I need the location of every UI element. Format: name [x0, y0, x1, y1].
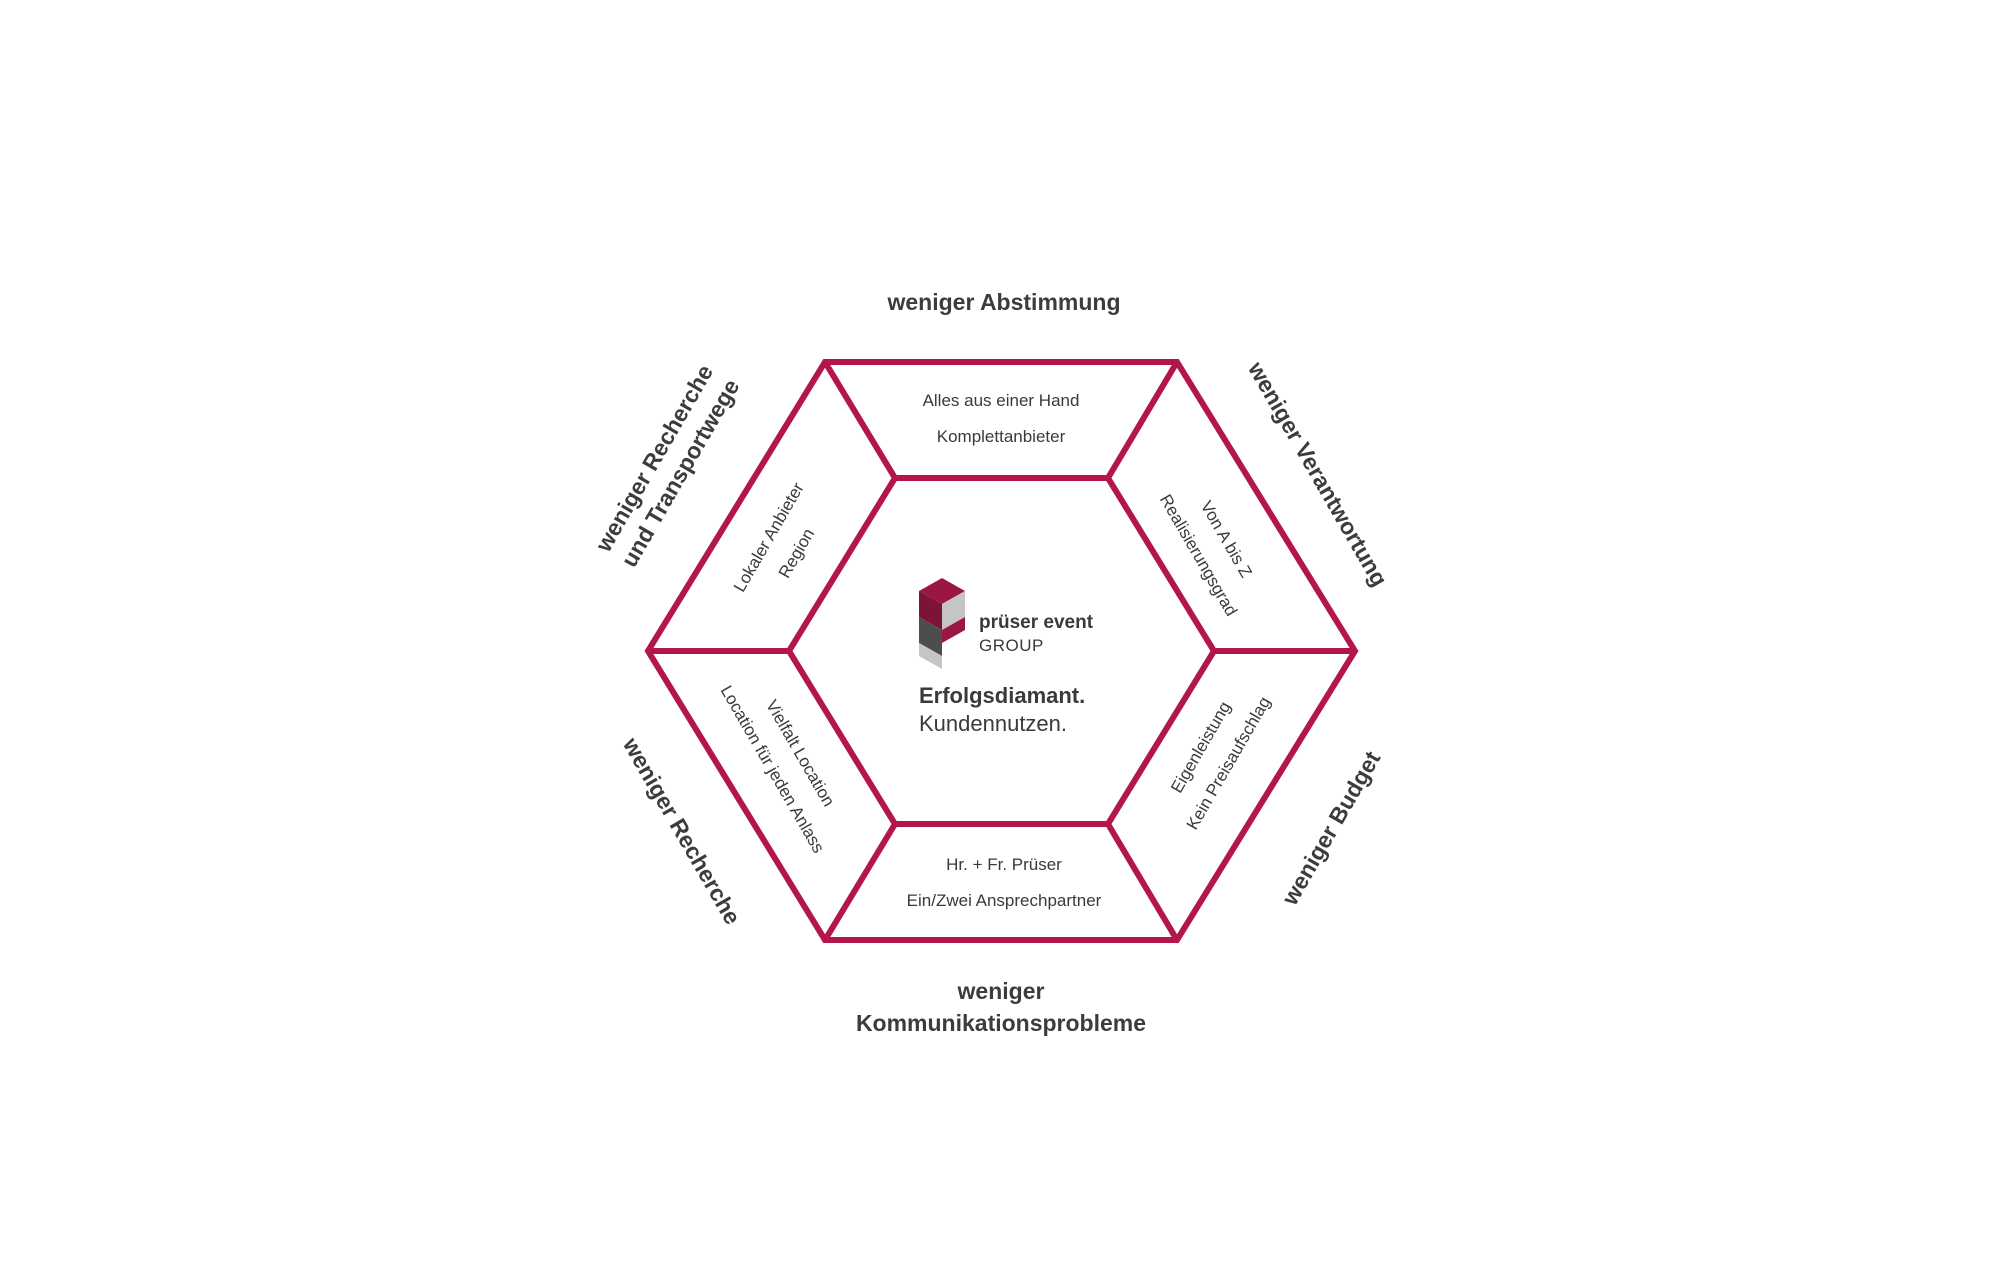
segment-bottom-line1: Hr. + Fr. Prüser — [946, 855, 1062, 874]
logo-facet-mid-crimson — [942, 617, 965, 643]
segment-bottom-line2: Ein/Zwei Ansprechpartner — [907, 891, 1102, 910]
segment-top-right: Von A bis Z Realisierungsgrad — [1156, 491, 1256, 619]
divider-bottom-left — [822, 822, 898, 942]
outer-label-bottom-right: weniger Budget — [1276, 747, 1385, 911]
center-title: Erfolgsdiamant. — [919, 683, 1085, 708]
divider-top-left — [822, 360, 898, 480]
outer-label-top-left: weniger Recherche und Transportwege — [590, 360, 745, 571]
logo-facet-bottom-grey — [919, 643, 942, 669]
outer-label-bottom-left-text: weniger Recherche — [618, 732, 746, 929]
outer-label-bottom-line2: Kommunikationsprobleme — [856, 1010, 1146, 1036]
outer-label-bottom: weniger Kommunikationsprobleme — [856, 978, 1146, 1036]
divider-bottom-right — [1105, 822, 1180, 942]
outer-label-top-right-text: weniger Verantwortung — [1243, 357, 1393, 591]
segment-bottom-left: Vielfalt Location Location für jeden Anl… — [717, 682, 839, 856]
outer-label-bottom-line1: weniger — [957, 978, 1045, 1004]
outer-label-top: weniger Abstimmung — [887, 289, 1121, 315]
segment-top: Alles aus einer Hand Komplettanbieter — [923, 391, 1080, 446]
outer-label-top-right: weniger Verantwortung — [1243, 357, 1393, 591]
segment-bottom: Hr. + Fr. Prüser Ein/Zwei Ansprechpartne… — [907, 855, 1102, 910]
brand-sub: GROUP — [979, 636, 1044, 655]
segment-dividers — [648, 360, 1355, 942]
segment-top-left: Lokaler Anbieter Region — [730, 479, 818, 595]
segment-top-line1: Alles aus einer Hand — [923, 391, 1080, 410]
outer-label-bottom-left: weniger Recherche — [618, 732, 746, 929]
outer-label-bottom-right-text: weniger Budget — [1276, 747, 1385, 911]
pruser-event-group-logo-icon — [919, 578, 965, 669]
divider-top-right — [1105, 360, 1180, 480]
center-subtitle: Kundennutzen. — [919, 711, 1067, 736]
brand-name: prüser event — [979, 612, 1094, 633]
segment-top-line2: Komplettanbieter — [937, 427, 1066, 446]
